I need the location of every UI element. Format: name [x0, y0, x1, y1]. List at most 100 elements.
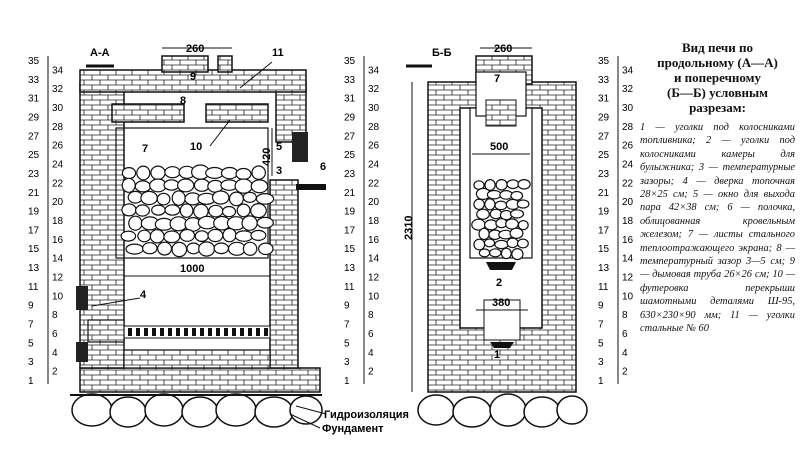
scale-tick-right_b-6: 6	[622, 329, 628, 340]
label-foundation: Фундамент	[322, 423, 384, 435]
dim-width-a: 1000	[180, 263, 204, 275]
scale-tick-left_a-25: 25	[28, 150, 40, 161]
scale-tick-right_a-22: 22	[368, 178, 380, 189]
scale-tick-left_a-16: 16	[52, 235, 64, 246]
scale-tick-right_a-33: 33	[344, 75, 356, 86]
fire-door-a	[76, 286, 88, 310]
dim-bottom-b: 380	[492, 297, 510, 309]
scale-tick-left_a-35: 35	[28, 56, 40, 67]
legend-item-1: 1 — уголки под колосниками топливника;	[640, 122, 795, 147]
scale-tick-right_a-31: 31	[344, 94, 356, 105]
dim-inner-b: 500	[490, 141, 508, 153]
scale-tick-right_a-27: 27	[344, 131, 356, 142]
scale-tick-right_a-1: 1	[344, 376, 350, 387]
scale-tick-left_a-15: 15	[28, 244, 40, 255]
scale-tick-right_b-12: 12	[622, 272, 634, 283]
scale-tick-right_a-6: 6	[368, 329, 374, 340]
grate-1-b	[490, 342, 514, 348]
right-wall-a	[269, 179, 299, 369]
scale-tick-left_a-28: 28	[52, 122, 64, 133]
scale-tick-left_a-11: 11	[28, 282, 39, 293]
scale-tick-right_b-27: 27	[598, 131, 610, 142]
legend: 1 — уголки под колосниками топливника; 2…	[640, 121, 795, 336]
scale-tick-right_a-32: 32	[368, 84, 380, 95]
scale-tick-right_b-3: 3	[598, 357, 604, 368]
scale-tick-right_b-10: 10	[622, 291, 634, 302]
scale-tick-left_a-31: 31	[28, 94, 40, 105]
scale-tick-right_b-20: 20	[622, 197, 634, 208]
scale-tick-left_a-33: 33	[28, 75, 40, 86]
scale-tick-right_a-3: 3	[344, 357, 350, 368]
scale-tick-right_b-35: 35	[598, 56, 610, 67]
scale-tick-right_b-11: 11	[598, 282, 609, 293]
scale-tick-left_a-13: 13	[28, 263, 40, 274]
scale-tick-left_a-27: 27	[28, 131, 40, 142]
grate-2-b	[486, 262, 516, 270]
scale-tick-right_a-35: 35	[344, 56, 356, 67]
caption: Вид печи по продольному (А—А) и поперечн…	[640, 40, 795, 336]
scale-tick-right_b-33: 33	[598, 75, 610, 86]
legend-item-11: 11 — уголки стальные № 60	[640, 309, 795, 335]
scale-tick-left_a-8: 8	[52, 310, 58, 321]
scale-tick-right_b-1: 1	[598, 376, 604, 387]
scale-tick-left_a-1: 1	[28, 376, 34, 387]
legend-item-10: 10 — футеровка перекрыши шамотными детал…	[640, 269, 795, 321]
label-waterproofing: Гидроизоляция	[324, 409, 409, 421]
scale-tick-left_a-22: 22	[52, 178, 64, 189]
scale-tick-right_a-5: 5	[344, 338, 350, 349]
scale-tick-right_b-7: 7	[598, 320, 604, 331]
dim-top-a: 260	[186, 43, 204, 55]
label-9: 9	[190, 71, 196, 83]
scale-tick-right_a-21: 21	[344, 188, 356, 199]
legend-item-9: 9 — дымовая труба 26×26 см;	[640, 256, 795, 281]
dim-top-b: 260	[494, 43, 512, 55]
chimney-a	[161, 55, 209, 73]
scale-tick-right_a-12: 12	[368, 272, 380, 283]
scale-tick-right_a-2: 2	[368, 367, 374, 378]
steam-window-a	[292, 132, 308, 162]
scale-tick-left_a-34: 34	[52, 65, 64, 76]
scale-tick-left_a-20: 20	[52, 197, 64, 208]
scale-tick-right_b-4: 4	[622, 348, 628, 359]
scale-tick-left_a-23: 23	[28, 169, 40, 180]
scale-tick-right_a-29: 29	[344, 112, 356, 123]
scale-tick-left_a-18: 18	[52, 216, 64, 227]
scale-right-b: 3534333231302928272625242322212019181716…	[598, 56, 634, 387]
legend-item-7: 7 — листы стального теплоотражающего экр…	[640, 229, 795, 254]
foundation-stones-a	[71, 393, 323, 428]
scale-tick-right_b-31: 31	[598, 94, 610, 105]
shelf-a	[296, 184, 326, 190]
scale-tick-right_a-30: 30	[368, 103, 380, 114]
scale-tick-right_b-25: 25	[598, 150, 610, 161]
scale-right-a: 3534333231302928272625242322212019181716…	[344, 56, 380, 387]
label-4: 4	[140, 289, 147, 301]
label-11: 11	[272, 47, 284, 59]
scale-tick-right_a-11: 11	[344, 282, 355, 293]
scale-tick-right_a-25: 25	[344, 150, 356, 161]
scale-tick-right_a-7: 7	[344, 320, 350, 331]
scale-tick-right_b-19: 19	[598, 207, 610, 218]
scale-tick-right_a-23: 23	[344, 169, 356, 180]
scale-tick-right_b-14: 14	[622, 254, 634, 265]
scale-tick-left_a-3: 3	[28, 357, 34, 368]
scale-tick-left_a-9: 9	[28, 301, 34, 312]
scale-tick-right_b-21: 21	[598, 188, 610, 199]
section-b-title: Б-Б	[432, 47, 452, 59]
label-5: 5	[276, 141, 282, 153]
scale-left-a: 3534333231302928272625242322212019181716…	[28, 56, 64, 387]
scale-tick-left_a-17: 17	[28, 225, 40, 236]
scale-tick-right_a-17: 17	[344, 225, 356, 236]
scale-tick-right_a-18: 18	[368, 216, 380, 227]
scale-tick-left_a-4: 4	[52, 348, 58, 359]
scale-tick-left_a-7: 7	[28, 320, 34, 331]
scale-tick-right_a-28: 28	[368, 122, 380, 133]
stone-chamber-b	[471, 179, 531, 261]
ash-door-a	[76, 342, 88, 362]
scale-tick-right_a-10: 10	[368, 291, 380, 302]
foundation-stones-b	[417, 393, 588, 428]
scale-tick-right_b-13: 13	[598, 263, 610, 274]
scale-tick-right_b-34: 34	[622, 65, 634, 76]
scale-tick-left_a-6: 6	[52, 329, 58, 340]
section-a-title: А-А	[90, 47, 110, 59]
scale-tick-left_a-10: 10	[52, 291, 64, 302]
